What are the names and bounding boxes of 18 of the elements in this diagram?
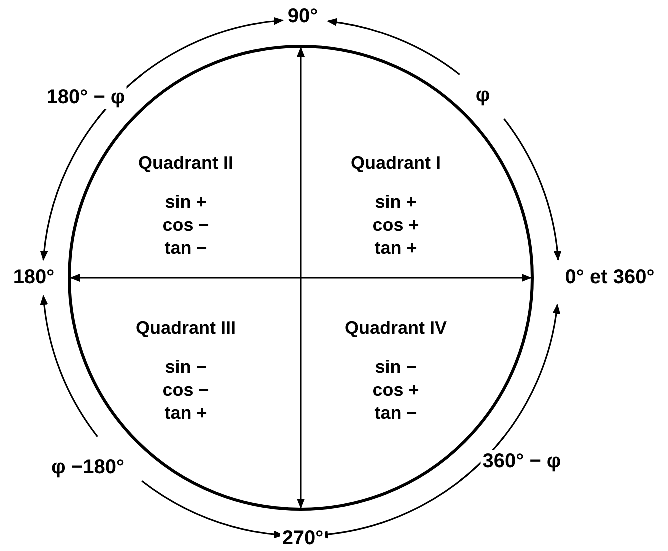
sign-rule: cos − bbox=[162, 215, 210, 236]
sign-rule: cos + bbox=[372, 215, 420, 236]
sign-rule: tan + bbox=[164, 403, 208, 424]
angle-label: φ −180° bbox=[50, 456, 126, 480]
sign-rule: tan − bbox=[374, 403, 418, 424]
sign-rule: cos − bbox=[162, 380, 210, 401]
sign-rule: sin − bbox=[375, 357, 417, 378]
angle-label: 360° − φ bbox=[480, 450, 564, 474]
quadrant-title: Quadrant IV bbox=[344, 318, 447, 339]
sign-rule: sin − bbox=[165, 357, 207, 378]
sign-rule: sin + bbox=[375, 192, 417, 213]
sign-rule: tan − bbox=[164, 238, 208, 259]
quadrant-title: Quadrant I bbox=[350, 153, 441, 174]
quadrant-title: Quadrant II bbox=[138, 153, 234, 174]
sign-rule: sin + bbox=[165, 192, 207, 213]
sign-rule: cos + bbox=[372, 380, 420, 401]
quadrant-title: Quadrant III bbox=[136, 318, 236, 339]
sign-rule: tan + bbox=[374, 238, 418, 259]
